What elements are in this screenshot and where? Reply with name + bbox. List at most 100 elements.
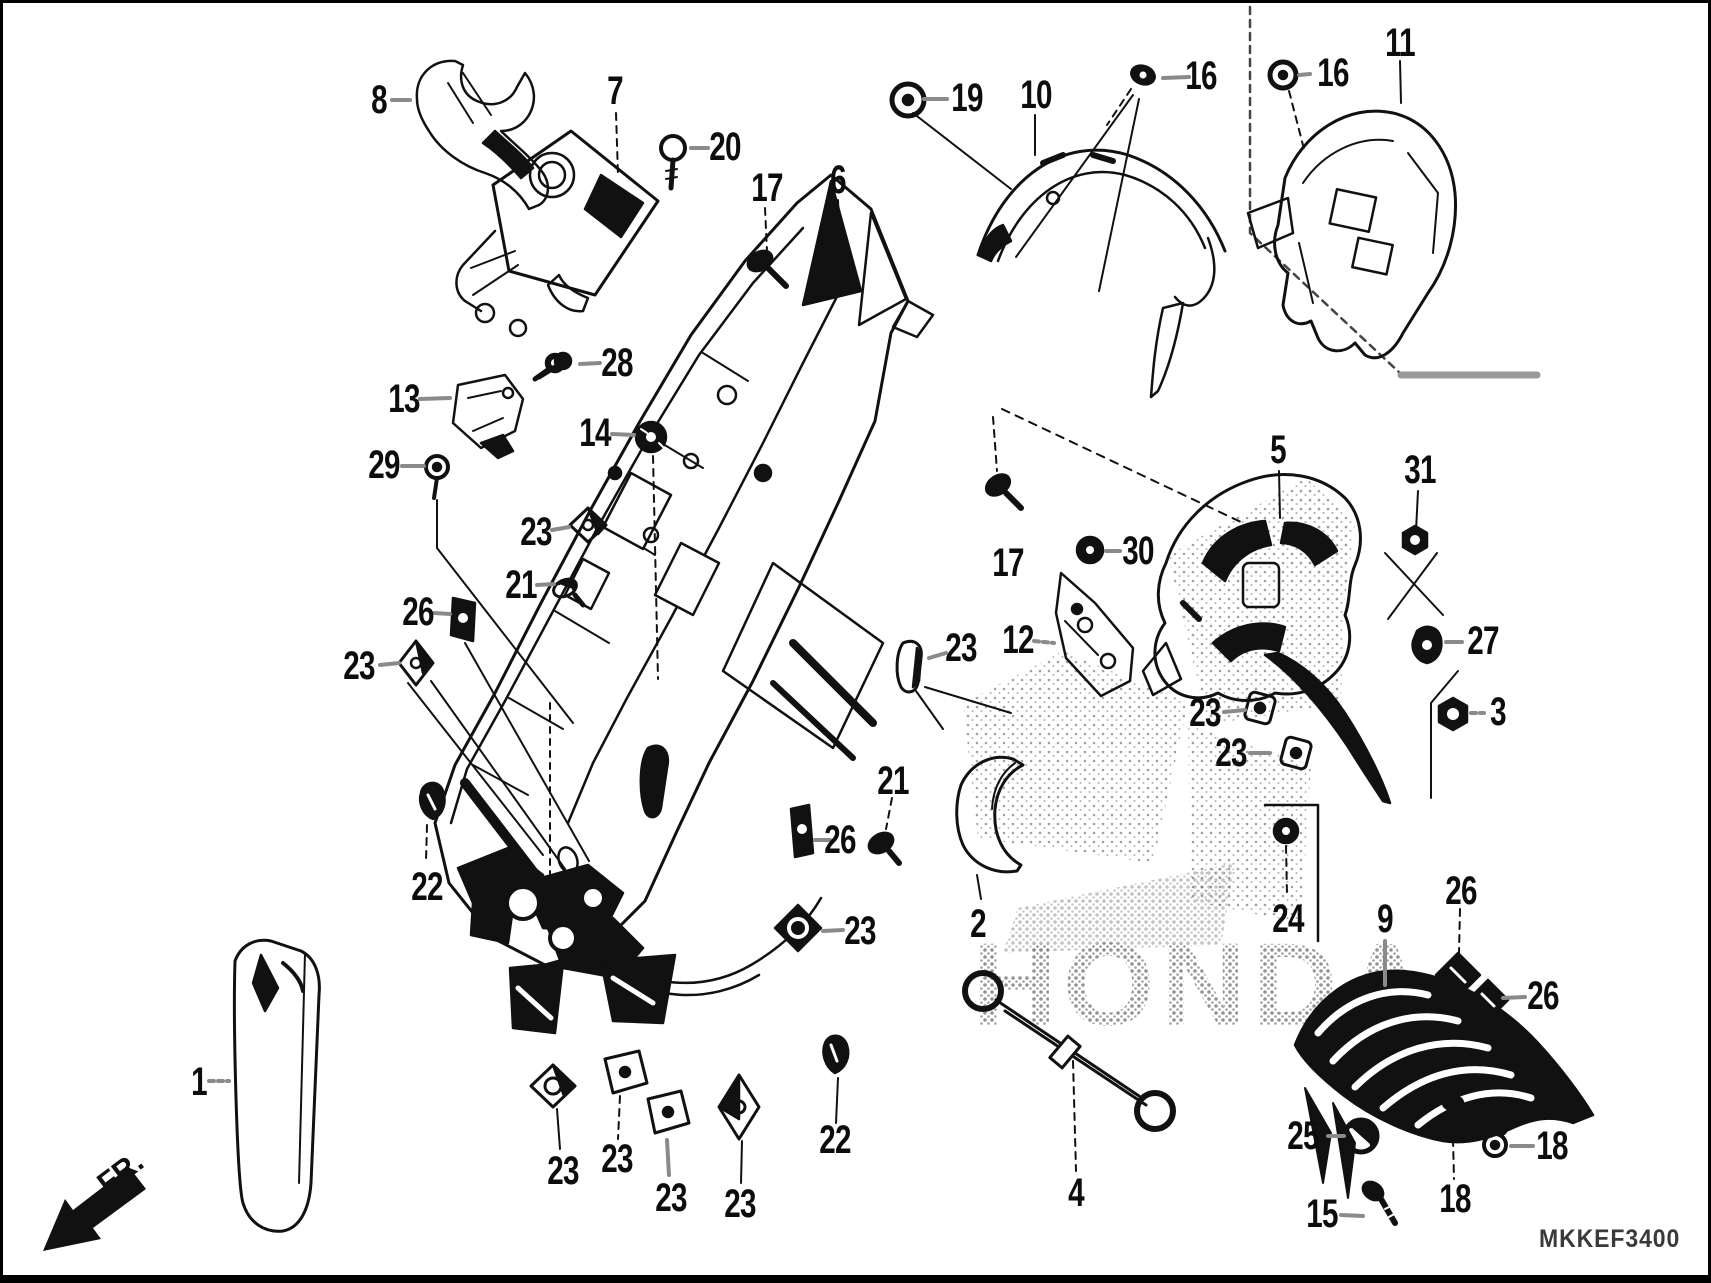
screw-29 [424, 454, 450, 500]
nut-31 [1401, 524, 1429, 556]
nut-3 [1437, 696, 1469, 732]
callout-31: 31 [1404, 448, 1436, 492]
callout-15: 15 [1306, 1192, 1338, 1236]
callout-5: 5 [1270, 428, 1286, 472]
callout-21: 21 [505, 563, 537, 607]
callout-26: 26 [1445, 869, 1477, 913]
callout-11: 11 [1385, 21, 1416, 65]
clip-23f [397, 639, 435, 687]
screw-18a [1441, 1094, 1465, 1136]
callout-4: 4 [1068, 1171, 1084, 1215]
bolt-28 [536, 351, 573, 380]
callout-18: 18 [1536, 1124, 1568, 1168]
clip-row-c3 [646, 1089, 691, 1135]
grommet-30 [1075, 535, 1105, 565]
callout-26: 26 [1527, 974, 1559, 1018]
screw-20 [659, 134, 687, 191]
clip-26b [789, 803, 815, 859]
clip-26a [449, 596, 477, 643]
callout-22: 22 [411, 865, 443, 909]
callout-23: 23 [724, 1182, 756, 1226]
callout-23: 23 [655, 1176, 687, 1220]
grommet-23j [773, 903, 823, 953]
clip-23g [895, 639, 923, 694]
callout-27: 27 [1467, 619, 1499, 663]
callout-23: 23 [844, 909, 876, 953]
callout-2: 2 [970, 902, 986, 946]
callout-12: 12 [1002, 618, 1034, 662]
screw-21b [867, 831, 902, 866]
callout-23: 23 [547, 1149, 579, 1193]
screw-21a [552, 577, 586, 608]
bracket-part8 [415, 59, 550, 211]
callout-23: 23 [1189, 691, 1221, 735]
screw-17b [984, 473, 1024, 511]
clip-row-c2 [603, 1049, 649, 1095]
clip-22b [822, 1034, 850, 1075]
callout-23: 23 [520, 510, 552, 554]
callout-8: 8 [371, 78, 387, 122]
callout-25: 25 [1287, 1114, 1319, 1158]
callout-23: 23 [601, 1137, 633, 1181]
callout-6: 6 [830, 158, 846, 202]
callout-7: 7 [607, 69, 623, 113]
clip-26d [1466, 978, 1510, 1022]
callout-16: 16 [1185, 54, 1217, 98]
callout-30: 30 [1122, 529, 1154, 573]
callout-22: 22 [819, 1118, 851, 1162]
clip-row-c1 [529, 1063, 577, 1109]
collar-part2 [955, 755, 1025, 874]
bracket-part12 [1054, 571, 1135, 698]
clip-23i [1279, 735, 1313, 771]
fr-direction-arrow: FR. [43, 1145, 150, 1251]
stay-rod-part4 [962, 970, 1176, 1132]
diagram-code: MKKEF3400 [1539, 1225, 1681, 1253]
bolt-15 [1361, 1180, 1398, 1226]
clip-23h [1243, 690, 1277, 726]
bolt-16a [1130, 64, 1156, 86]
leader-lines-gray [207, 72, 1535, 1218]
grommet-14 [634, 420, 668, 454]
callout-1: 1 [191, 1060, 207, 1104]
callout-26: 26 [402, 590, 434, 634]
clip-22a [418, 781, 446, 821]
callout-10: 10 [1020, 73, 1052, 117]
callout-23: 23 [945, 626, 977, 670]
callout-16: 16 [1317, 51, 1349, 95]
clip-27 [1411, 625, 1443, 665]
callout-23: 23 [1215, 731, 1247, 775]
callout-29: 29 [368, 443, 400, 487]
callout-18: 18 [1439, 1177, 1471, 1221]
mudguard-part9 [1293, 969, 1595, 1199]
callout-23: 23 [343, 644, 375, 688]
clip-row-c4 [717, 1073, 761, 1141]
callout-3: 3 [1490, 690, 1506, 734]
leader-lines-solid [407, 60, 1459, 1184]
screw-17a [746, 249, 789, 289]
mud-flap-part1 [232, 938, 321, 1233]
callout-26: 26 [824, 818, 856, 862]
bracket-part5 [1141, 473, 1392, 805]
plate-part7 [455, 129, 660, 338]
bolt-16b [1267, 59, 1299, 91]
inset-border [1248, 5, 1541, 379]
callout-20: 20 [709, 125, 741, 169]
callout-9: 9 [1377, 897, 1393, 941]
callout-13: 13 [388, 377, 420, 421]
grommet-24 [1272, 817, 1300, 845]
leader-lines-dashed [425, 88, 1461, 1180]
callout-24: 24 [1272, 897, 1304, 941]
clip-26c [1434, 951, 1482, 999]
diagram-artwork: HONDA [43, 5, 1595, 1251]
cover-part11-inset [1246, 109, 1457, 360]
callout-19: 19 [951, 76, 983, 120]
callout-14: 14 [579, 411, 611, 455]
bolt-18b [1482, 1119, 1509, 1158]
callout-17: 17 [992, 541, 1024, 585]
callout-17: 17 [751, 166, 783, 210]
callout-21: 21 [877, 759, 909, 803]
clip-23a [568, 506, 608, 544]
callout-28: 28 [601, 341, 633, 385]
grommet-19 [889, 81, 927, 119]
